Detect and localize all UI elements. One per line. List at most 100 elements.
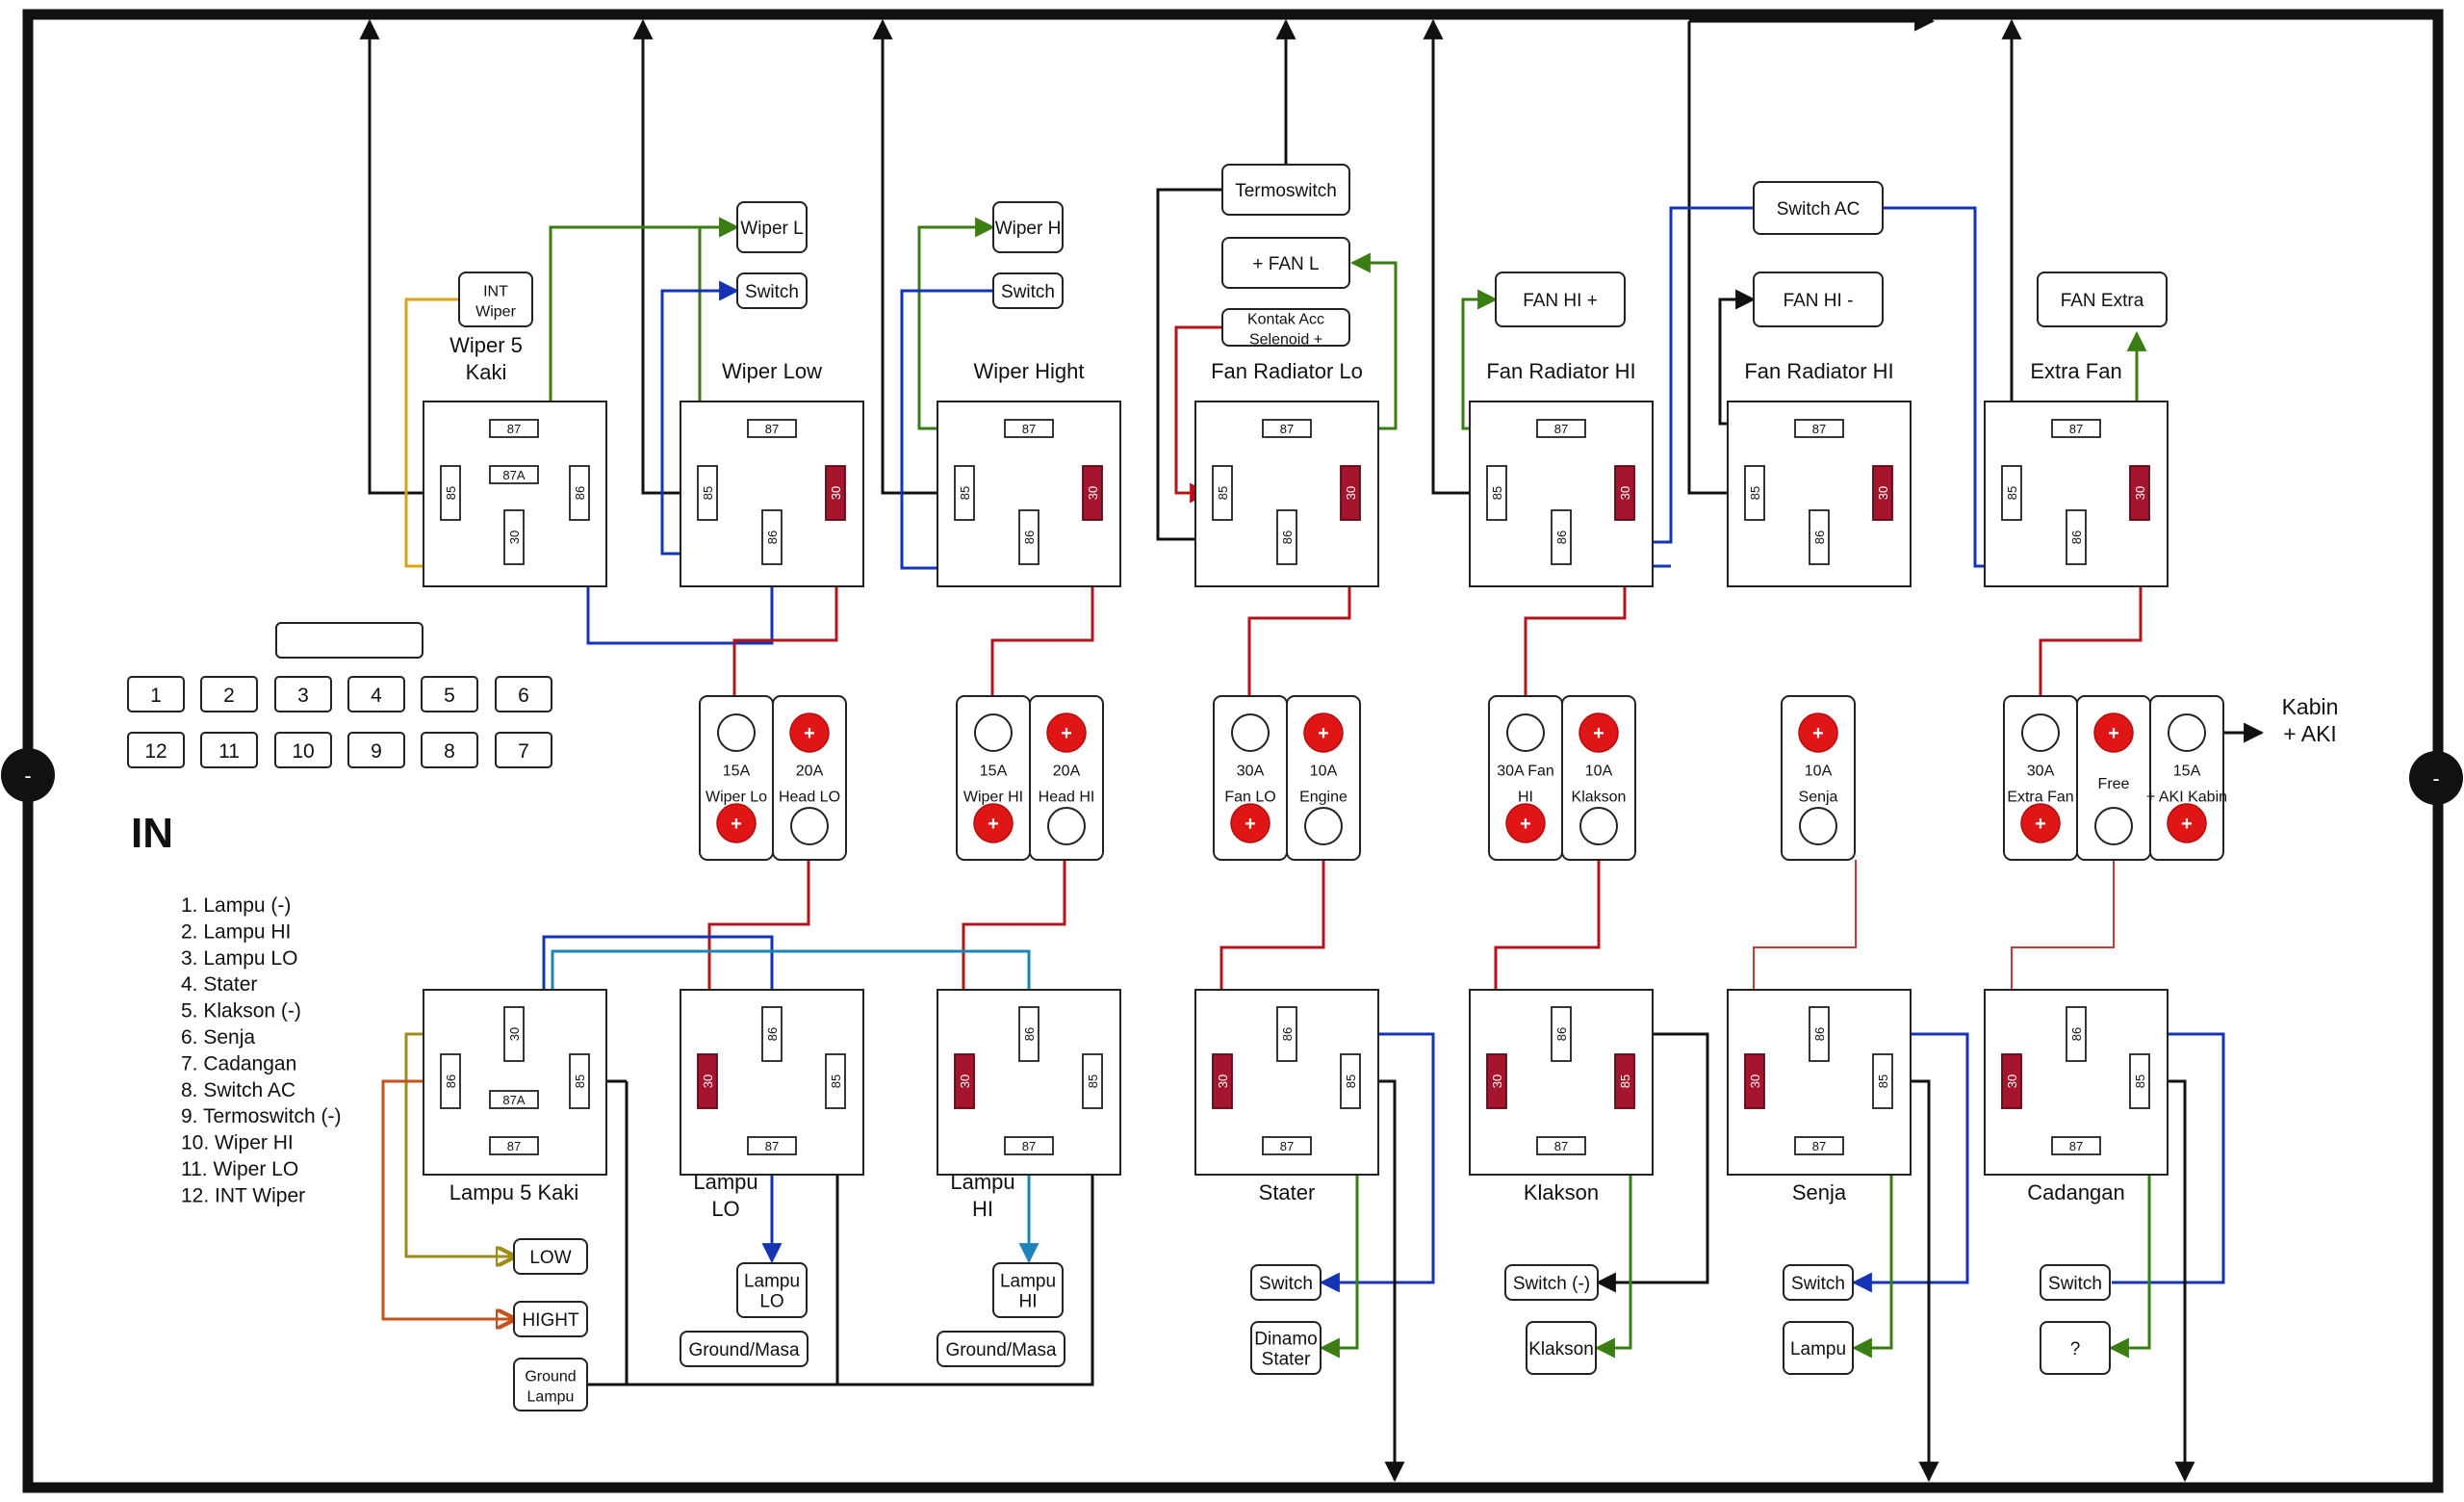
pin-85-label: 85 [1344, 1075, 1358, 1088]
label-box [992, 272, 1064, 309]
green-wire [1818, 1144, 1893, 1359]
label-text: FAN HI - [1784, 291, 1854, 311]
pin-85 [825, 1053, 846, 1109]
pin-86-label: 86 [1022, 1027, 1037, 1041]
pin-86-label: 86 [1280, 1027, 1295, 1041]
fuse-right-socket [790, 807, 829, 845]
svg-text:Kabin+ AKI: Kabin+ AKI [2282, 694, 2339, 746]
label-fan-hi-minus: FAN HI - [1753, 272, 1884, 327]
label-klakson: Klakson [1526, 1321, 1597, 1375]
pin-87a-label: 87A [502, 1093, 525, 1107]
pin-86-label: 86 [1280, 531, 1295, 544]
svg-text:7: 7 [518, 740, 529, 763]
label-text: Ground/Masa [945, 1340, 1057, 1360]
relay-title: Lampu 5 Kaki [449, 1180, 579, 1204]
pin-30 [954, 1053, 975, 1109]
label-fan-l: + FAN L [1221, 237, 1350, 289]
in-slot-6: 6 [495, 676, 552, 712]
pin-85-label: 85 [1876, 1075, 1890, 1088]
pin-86-label: 86 [1812, 1027, 1827, 1041]
fuse-single-plus-label: + [1812, 723, 1824, 744]
relay-title: Stater [1259, 1180, 1316, 1204]
fuse-right-plus [1303, 712, 1344, 753]
pin-87 [1536, 1136, 1586, 1155]
pin-30-label: 30 [701, 1075, 715, 1088]
legend-item: 10. Wiper HI [181, 1132, 294, 1154]
pin-85 [1212, 465, 1233, 521]
pin-85 [440, 465, 461, 521]
relay-title: Klakson [1524, 1180, 1599, 1204]
label-text: Klakson [1528, 1339, 1594, 1360]
label-text: Lampu [1790, 1339, 1846, 1360]
label-wiper-h: Wiper H [992, 201, 1064, 253]
pin-85-label: 85 [1748, 486, 1762, 500]
in-slot-10: 10 [274, 732, 332, 768]
legend-item: 12. INT Wiper [181, 1184, 305, 1206]
legend-item: 1. Lampu (-) [181, 894, 291, 917]
fuse-a-plus-label: + [2035, 814, 2046, 835]
label-box [1783, 1321, 1854, 1375]
fuse-c-plus [2167, 803, 2207, 843]
pin-85 [1340, 1053, 1361, 1109]
label-box [1526, 1321, 1597, 1375]
legend-item: 9. Termoswitch (-) [181, 1105, 341, 1127]
pin-85 [2129, 1053, 2150, 1109]
label-text: Ground/Masa [688, 1340, 800, 1360]
label-box [736, 272, 808, 309]
pin-86 [569, 465, 590, 521]
pin-30-label: 30 [507, 531, 522, 544]
label-box [458, 272, 533, 327]
fuse-left-plus-label: + [1245, 814, 1256, 835]
pin-30 [2129, 465, 2150, 521]
relay-title: Fan Radiator Lo [1211, 359, 1363, 383]
label-box [992, 201, 1064, 253]
fuse-c-plus-label: + [2181, 814, 2193, 835]
terminal-left: - [1, 748, 55, 802]
pin-86-label: 86 [1812, 531, 1827, 544]
label-box [1753, 181, 1884, 235]
pin-30 [1614, 465, 1635, 521]
green-wire [2075, 1144, 2151, 1359]
fuse-right-plus [1046, 712, 1087, 753]
in-slot-7: 7 [495, 732, 552, 768]
pin-87-label: 87 [1812, 422, 1826, 436]
pin-86 [2066, 509, 2087, 565]
pin-85 [954, 465, 975, 521]
fuse-left-plus-label: + [988, 814, 999, 835]
green-wire [698, 217, 772, 430]
legend-item: 2. Lampu HI [181, 920, 291, 943]
fuse-single-plus [1798, 712, 1838, 753]
pin-86 [1276, 1006, 1297, 1062]
fuse-left-socket [974, 713, 1013, 752]
pin-30-label: 30 [1876, 486, 1890, 500]
red-wire [1174, 325, 1222, 504]
fuse-left-plus-label: + [1520, 814, 1531, 835]
legend-item: 5. Klakson (-) [181, 1000, 301, 1023]
kabin-aki-label: Kabin+ AKI [2282, 694, 2339, 746]
pin-85 [1486, 465, 1507, 521]
pin-30-label: 30 [2133, 486, 2147, 500]
label-unknown: ? [2040, 1321, 2111, 1375]
label-switch-hi: Switch [992, 272, 1064, 309]
svg-text:6: 6 [518, 685, 529, 707]
in-slot-11: 11 [200, 732, 258, 768]
pin-30-label: 30 [958, 1075, 972, 1088]
pin-86 [1276, 509, 1297, 565]
